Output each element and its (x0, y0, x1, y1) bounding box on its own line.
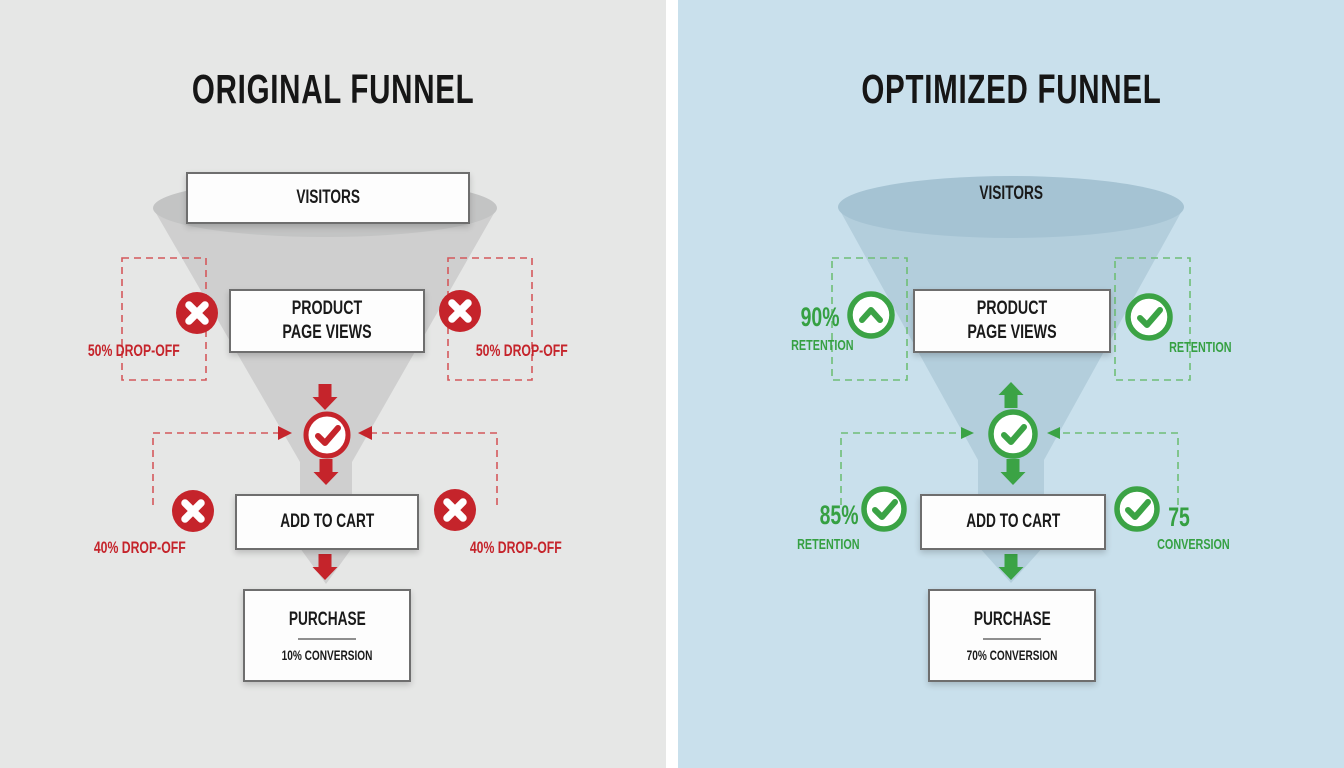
drop-off-label-text: 40% DROP-OFF (469, 538, 562, 557)
stage-add-to-cart-label: ADD TO CART (965, 511, 1060, 532)
dashed-connector-right (1060, 432, 1179, 505)
stage-purchase: PURCHASE 10% CONVERSION (243, 589, 411, 682)
retention-label-text: RETENTION (1168, 339, 1232, 356)
arrow-down-icon (998, 554, 1024, 580)
purchase-conversion-label: 70% CONVERSION (966, 646, 1058, 663)
stage-add-to-cart: ADD TO CART (235, 494, 419, 550)
arrow-down-icon (312, 384, 338, 410)
dashed-connector-left (152, 432, 278, 505)
funnel-top-ellipse (838, 176, 1184, 238)
x-circle-icon (176, 292, 218, 334)
dashed-connector-arrowhead-right (1047, 427, 1060, 439)
stage-visitors: VISITORS (186, 172, 470, 224)
optimized-funnel-title: OPTIMIZED FUNNEL (678, 66, 1344, 113)
original-funnel-title: ORIGINAL FUNNEL (0, 66, 666, 113)
purchase-divider (298, 637, 356, 640)
original-funnel-panel: ORIGINAL FUNNEL VISITORS PRODUCT PAGE VI… (0, 0, 666, 768)
retention-value: 90% (788, 302, 852, 333)
stage-purchase-label: PURCHASE (973, 608, 1051, 630)
purchase-divider (983, 637, 1041, 640)
retention-label-text: RETENTION (796, 536, 860, 553)
retention-dashed-box-right (1114, 257, 1191, 381)
retention-label: RETENTION (1154, 339, 1246, 356)
arrow-down-icon (313, 459, 339, 485)
conversion-value: 75 (1158, 502, 1200, 533)
check-circle-icon (303, 411, 351, 459)
stage-product-page-views-label: PRODUCT PAGE VIEWS (282, 298, 372, 343)
arrow-up-icon (998, 382, 1024, 408)
check-circle-icon (1125, 293, 1173, 341)
stage-product-page-views: PRODUCT PAGE VIEWS (913, 289, 1111, 353)
retention-value-text: 90% (800, 302, 840, 332)
drop-off-label: 40% DROP-OFF (76, 538, 196, 558)
dashed-connector-arrowhead-right (358, 426, 372, 440)
stage-visitors-label: VISITORS (296, 187, 360, 208)
original-funnel-title-text: ORIGINAL FUNNEL (191, 66, 475, 112)
drop-off-label-text: 50% DROP-OFF (475, 341, 568, 360)
dashed-connector-arrowhead-left (961, 427, 974, 439)
x-circle-icon (434, 489, 476, 531)
purchase-conversion-label: 10% CONVERSION (281, 646, 373, 663)
dashed-connector-arrowhead-left (278, 426, 292, 440)
dashed-connector-left (840, 432, 961, 505)
drop-off-label-text: 40% DROP-OFF (93, 538, 186, 557)
panel-divider (666, 0, 678, 700)
retention-value: 85% (808, 500, 870, 531)
conversion-label: CONVERSION (1140, 536, 1246, 553)
stage-add-to-cart: ADD TO CART (920, 494, 1106, 550)
x-circle-icon (172, 490, 214, 532)
stage-visitors: VISITORS (911, 183, 1111, 205)
stage-product-page-views-label: PRODUCT PAGE VIEWS (967, 298, 1057, 343)
optimized-funnel-title-text: OPTIMIZED FUNNEL (860, 66, 1162, 112)
dashed-connector-right (372, 432, 498, 505)
conversion-label-text: CONVERSION (1156, 536, 1230, 553)
retention-label: RETENTION (776, 337, 868, 354)
stage-product-page-views: PRODUCT PAGE VIEWS (229, 289, 425, 353)
drop-off-label: 40% DROP-OFF (452, 538, 572, 558)
chevron-up-circle-icon (847, 291, 895, 339)
stage-visitors-label: VISITORS (979, 183, 1043, 204)
arrow-down-icon (312, 554, 338, 580)
retention-label-text: RETENTION (790, 337, 854, 354)
stage-purchase-label: PURCHASE (288, 608, 366, 630)
conversion-value-text: 75 (1168, 502, 1190, 532)
check-circle-icon (861, 486, 907, 532)
optimized-funnel-panel: OPTIMIZED FUNNEL VISITORS PRODUCT PAGE V… (678, 0, 1344, 768)
drop-off-label: 50% DROP-OFF (458, 341, 578, 361)
check-circle-icon (1114, 486, 1160, 532)
check-circle-icon (988, 409, 1038, 459)
stage-add-to-cart-label: ADD TO CART (279, 511, 374, 532)
drop-off-label-text: 50% DROP-OFF (87, 341, 180, 360)
stage-purchase: PURCHASE 70% CONVERSION (928, 589, 1096, 682)
retention-value-text: 85% (819, 500, 859, 530)
arrow-down-icon (1000, 459, 1026, 485)
x-circle-icon (439, 290, 481, 332)
retention-dashed-box-left (831, 257, 908, 381)
retention-label: RETENTION (782, 536, 874, 553)
drop-off-label: 50% DROP-OFF (70, 341, 190, 361)
